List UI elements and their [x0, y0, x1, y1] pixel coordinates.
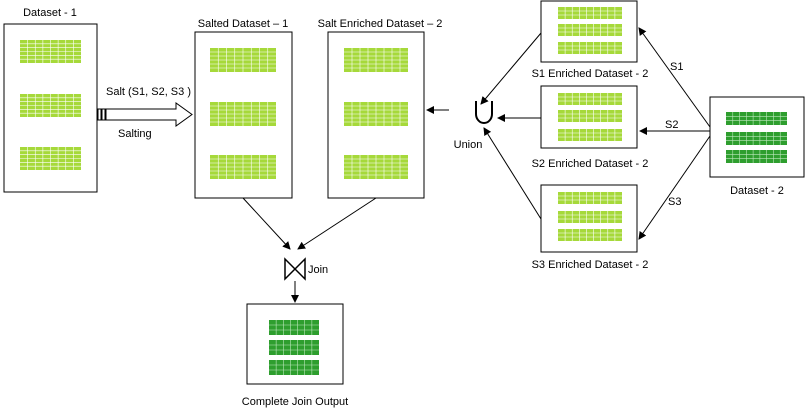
arrow-s3-to-union	[483, 127, 542, 220]
s3-label: S3	[668, 196, 681, 208]
salt-enriched-dataset2-label: Salt Enriched Dataset – 2	[318, 18, 443, 30]
data-table-icon	[210, 102, 276, 126]
complete-join-output-tables	[269, 320, 319, 375]
union-label: Union	[454, 139, 483, 151]
data-table-icon	[344, 102, 408, 126]
s1-enriched-tables	[558, 7, 622, 54]
data-table-icon	[726, 132, 787, 145]
arrow-salt-enriched-to-join	[297, 197, 377, 250]
arrow-s1-to-union	[480, 32, 542, 105]
data-table-icon	[558, 93, 622, 105]
data-table-icon	[269, 320, 319, 335]
salt-enriched-dataset2-tables	[344, 48, 408, 179]
data-table-icon	[344, 155, 408, 179]
data-table-icon	[210, 155, 276, 179]
dataset2-tables	[726, 112, 787, 163]
join-symbol	[284, 257, 306, 281]
s2-label: S2	[665, 119, 678, 131]
salted-dataset1-label: Salted Dataset – 1	[198, 18, 289, 30]
data-table-icon	[558, 7, 622, 19]
complete-join-output-label: Complete Join Output	[242, 396, 348, 408]
s3-enriched-tables	[558, 192, 622, 241]
dataset1-label: Dataset - 1	[23, 7, 77, 19]
salt-keys-label: Salt (S1, S2, S3 )	[106, 86, 191, 98]
data-table-icon	[269, 360, 319, 375]
s3-enriched-label: S3 Enriched Dataset - 2	[532, 259, 649, 271]
data-table-icon	[344, 48, 408, 72]
data-table-icon	[726, 150, 787, 163]
salted-dataset1-tables	[210, 48, 276, 179]
data-table-icon	[726, 112, 787, 125]
data-table-icon	[558, 129, 622, 141]
union-symbol	[475, 101, 493, 124]
s2-enriched-tables	[558, 93, 622, 141]
arrow-dataset2-to-s1	[638, 27, 711, 128]
data-table-icon	[20, 147, 81, 170]
s1-label: S1	[670, 61, 683, 73]
join-label: Join	[308, 264, 328, 276]
data-table-icon	[558, 42, 622, 54]
dataset2-label: Dataset - 2	[730, 185, 784, 197]
data-table-icon	[210, 48, 276, 72]
data-table-icon	[558, 24, 622, 36]
data-table-icon	[20, 40, 81, 63]
s1-enriched-label: S1 Enriched Dataset - 2	[532, 68, 649, 80]
salting-arrow	[97, 102, 193, 127]
s2-enriched-label: S2 Enriched Dataset - 2	[532, 158, 649, 170]
dataset1-tables	[20, 40, 81, 170]
arrow-salted-to-join	[242, 197, 291, 250]
data-table-icon	[20, 94, 81, 117]
arrow-dataset2-to-s3	[638, 135, 711, 240]
data-table-icon	[558, 229, 622, 241]
data-table-icon	[558, 110, 622, 122]
data-table-icon	[558, 192, 622, 204]
data-table-icon	[558, 211, 622, 223]
salting-label: Salting	[118, 128, 152, 140]
data-table-icon	[269, 340, 319, 355]
